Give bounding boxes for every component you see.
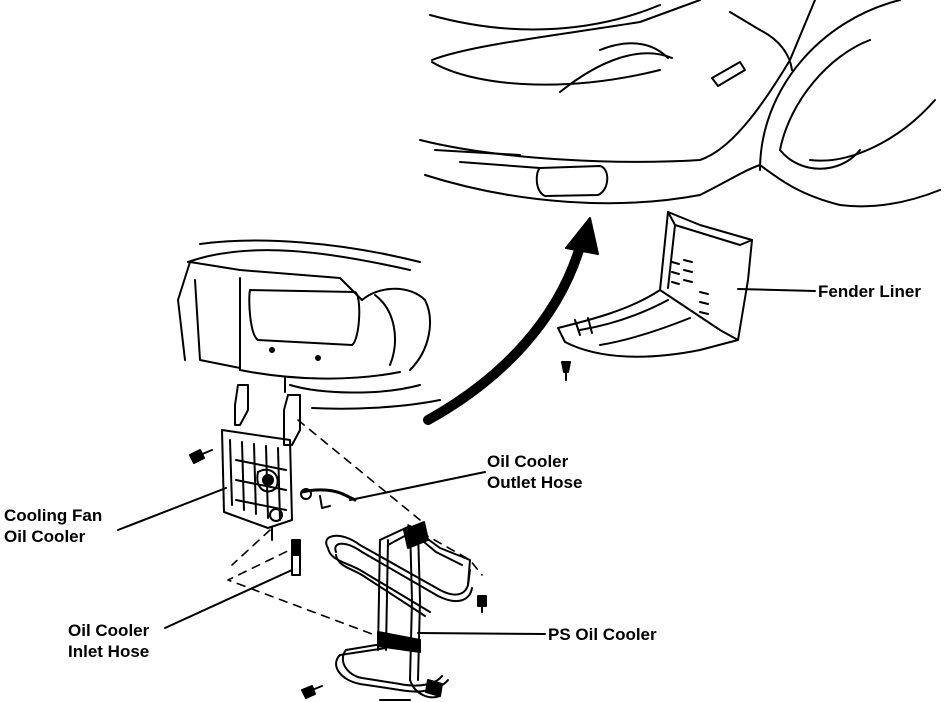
install-direction-arrow — [311, 217, 599, 425]
label-fender-liner: Fender Liner — [818, 282, 921, 301]
label-oil-cooler-outlet-hose: Oil Cooler Outlet Hose — [487, 451, 582, 493]
label-line-1: Oil Cooler — [487, 452, 569, 471]
label-cooling-fan-oil-cooler: Cooling Fan Oil Cooler — [4, 505, 102, 547]
fender-liner-part — [557, 211, 753, 358]
bumper-mount-area — [177, 239, 431, 394]
label-line-2: Oil Cooler — [4, 527, 86, 546]
leader-fender-liner — [737, 288, 816, 292]
cooling-fan-oil-cooler-part — [221, 384, 301, 541]
leader-outlet-hose — [349, 471, 486, 501]
ps-oil-cooler-part — [325, 521, 473, 701]
guide-lines — [227, 419, 483, 641]
car-front-illustration — [419, 0, 941, 208]
leader-lines — [117, 288, 816, 635]
screw-icon — [477, 595, 487, 613]
label-ps-oil-cooler: PS Oil Cooler — [548, 625, 657, 644]
label-line-1: Cooling Fan — [4, 506, 103, 525]
leader-ps-oil-cooler — [417, 632, 546, 635]
label-line-2: Inlet Hose — [68, 642, 150, 661]
leader-inlet-hose — [164, 569, 293, 629]
label-line-1: Oil Cooler — [68, 621, 150, 640]
screw-icon — [561, 361, 571, 381]
bolt-icon — [189, 449, 213, 464]
label-oil-cooler-inlet-hose: Oil Cooler Inlet Hose — [68, 620, 149, 662]
outlet-hose-part — [300, 488, 357, 509]
label-line-2: Outlet Hose — [487, 473, 583, 492]
screw-icon — [301, 685, 323, 699]
leader-cooling-fan-oil-cooler — [117, 487, 227, 531]
